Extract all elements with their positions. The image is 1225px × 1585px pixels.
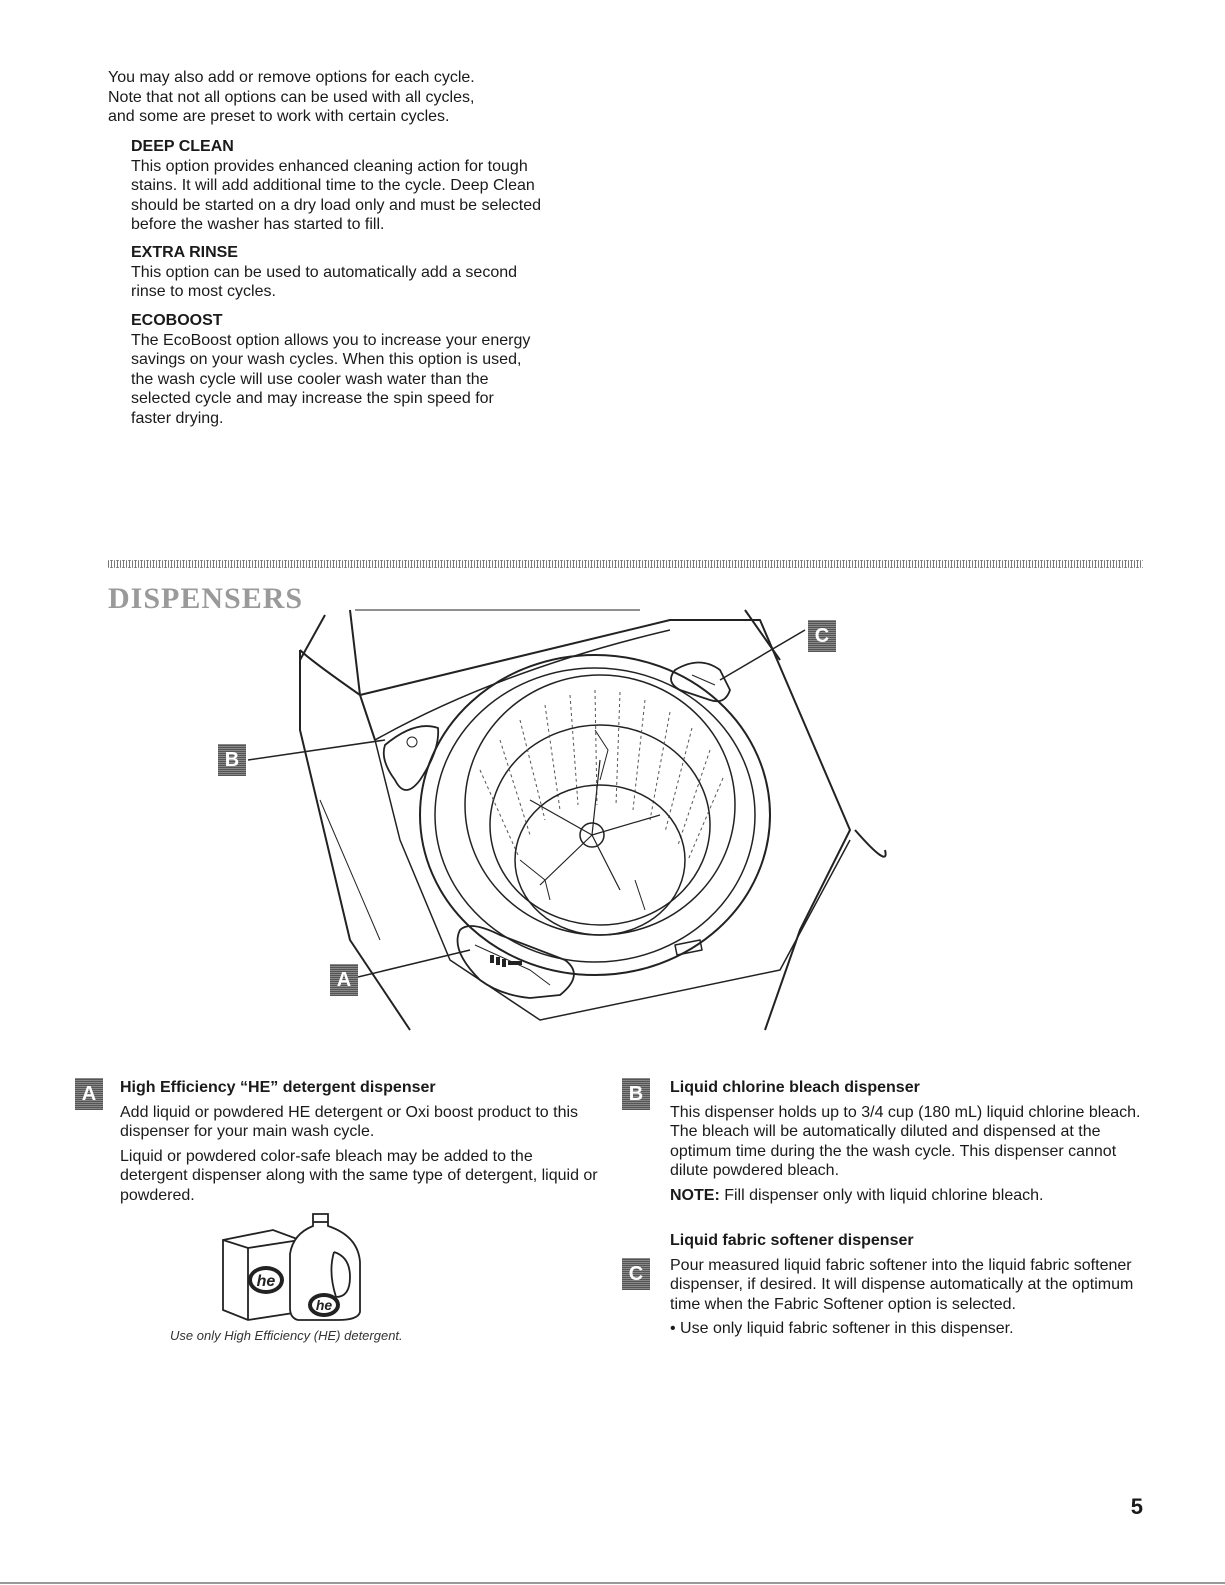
dispenser-b-badge: B: [622, 1078, 650, 1110]
callout-badge-c: C: [808, 620, 836, 652]
note-text: Fill dispenser only with liquid chlorine…: [719, 1186, 1044, 1204]
option-line: This option provides enhanced cleaning a…: [131, 157, 528, 175]
he-caption: Use only High Efficiency (HE) detergent.: [170, 1328, 403, 1343]
intro-line: You may also add or remove options for e…: [108, 69, 475, 86]
he-logo-bottle: he: [316, 1297, 333, 1313]
option-title: ECOBOOST: [131, 312, 223, 329]
option-line: rinse to most cycles.: [131, 283, 276, 300]
option-title: EXTRA RINSE: [131, 244, 238, 261]
intro-paragraph: You may also add or remove options for e…: [108, 68, 628, 127]
page-number: 5: [1130, 1494, 1143, 1519]
option-title: DEEP CLEAN: [131, 138, 234, 155]
dispenser-c-text: Pour measured liquid fabric softener int…: [670, 1256, 1134, 1313]
dispenser-b-note: NOTE: Fill dispenser only with liquid ch…: [670, 1186, 1145, 1206]
dispenser-a-text: Liquid or powdered color-safe bleach may…: [120, 1147, 598, 1204]
callout-badge-b: B: [218, 744, 246, 776]
dispenser-c-bullet: • Use only liquid fabric softener in thi…: [670, 1320, 1014, 1337]
page-bottom-border: [0, 1582, 1225, 1584]
option-line: The EcoBoost option allows you to increa…: [131, 331, 531, 349]
option-ecoboost: ECOBOOST The EcoBoost option allows you …: [131, 311, 611, 428]
option-line: should be started on a dry load only and…: [131, 196, 542, 214]
section-title: DISPENSERS: [108, 582, 304, 615]
option-deep-clean: DEEP CLEAN This option provides enhanced…: [131, 137, 611, 235]
intro-line: and some are preset to work with certain…: [108, 108, 450, 125]
option-line: stains. It will add additional time to t…: [131, 177, 535, 194]
option-extra-rinse: EXTRA RINSE This option can be used to a…: [131, 243, 611, 302]
callout-badge-a: A: [330, 964, 358, 996]
option-line: faster drying.: [131, 409, 224, 427]
dispenser-c-description: Liquid fabric softener dispenser Pour me…: [670, 1231, 1145, 1344]
dispenser-a-title: High Efficiency “HE” detergent dispenser: [120, 1079, 436, 1096]
dispenser-b-title: Liquid chlorine bleach dispenser: [670, 1079, 920, 1096]
note-label: NOTE:: [670, 1186, 720, 1204]
intro-line: Note that not all options can be used wi…: [108, 88, 475, 106]
dispenser-a-description: High Efficiency “HE” detergent dispenser…: [120, 1078, 600, 1210]
he-logo-box: he: [257, 1273, 276, 1290]
dispenser-a-text: Add liquid or powdered HE detergent or O…: [120, 1103, 579, 1141]
dispenser-b-description: Liquid chlorine bleach dispenser This di…: [670, 1078, 1145, 1210]
dispenser-c-title: Liquid fabric softener dispenser: [670, 1232, 914, 1249]
dispenser-a-badge: A: [75, 1078, 103, 1110]
option-line: selected cycle and may increase the spin…: [131, 390, 494, 407]
he-detergent-illustration: he he: [222, 1213, 361, 1321]
option-line: before the washer has started to fill.: [131, 216, 385, 233]
washer-illustration: [247, 609, 887, 1031]
option-line: the wash cycle will use cooler wash wate…: [131, 370, 489, 388]
section-divider: [108, 560, 1143, 568]
option-line: This option can be used to automatically…: [131, 263, 518, 281]
dispenser-b-text: This dispenser holds up to 3/4 cup (180 …: [670, 1103, 1141, 1180]
dispenser-c-badge: C: [622, 1258, 650, 1290]
option-line: savings on your wash cycles. When this o…: [131, 351, 522, 368]
